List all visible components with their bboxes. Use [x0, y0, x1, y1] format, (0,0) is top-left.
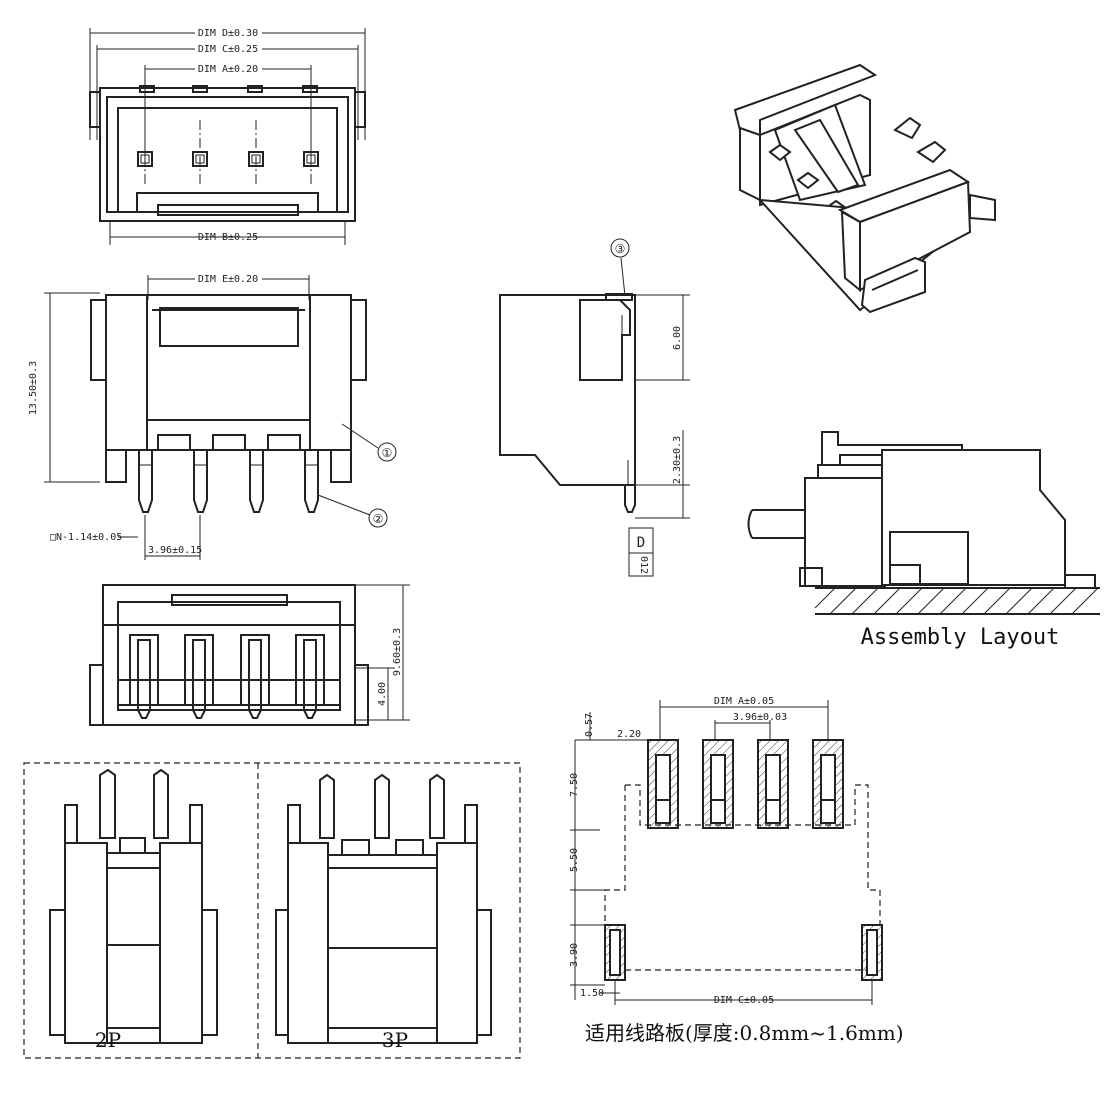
- isometric-view: [733, 63, 996, 314]
- signal-pads: [647, 739, 844, 829]
- dim-a-label: DIM A±0.20: [198, 64, 258, 75]
- pcb-d750-label: 7.50: [569, 773, 580, 797]
- pcb-layout: DIM A±0.05 3.96±0.03 2.20 0.57 7.50: [569, 696, 904, 1045]
- balloon-3: ③: [615, 242, 626, 256]
- side-view: ③ 6.00 2.30±0.3 D 012: [499, 238, 690, 577]
- pcb-pitch-label: 3.96±0.03: [733, 712, 787, 723]
- dim-d-label: DIM D±0.30: [198, 28, 258, 39]
- pcb-d220-label: 2.20: [617, 729, 641, 740]
- bottom-view: 9.60±0.3 4.00: [89, 584, 410, 726]
- dim-c-label: DIM C±0.25: [198, 44, 258, 55]
- balloon-2: ②: [373, 512, 384, 526]
- balloon-1: ①: [382, 446, 393, 460]
- pcb-d150-label: 1.50: [580, 988, 604, 999]
- pitch-label: 3.96±0.15: [148, 545, 202, 556]
- pcb-thickness-note: 适用线路板(厚度:0.8mm~1.6mm): [585, 1021, 904, 1045]
- dim-600-label: 6.00: [672, 326, 683, 350]
- pcb-dim-c-label: DIM C±0.05: [714, 995, 774, 1006]
- label-2p: 2P: [95, 1028, 121, 1052]
- pcb-d390-label: 3.90: [569, 943, 580, 967]
- front-view: DIM E±0.20 13.50±0.3 ① ② □N-1.14±0: [28, 274, 397, 560]
- variants-box: [23, 762, 521, 1059]
- assembly-layout-label: Assembly Layout: [861, 625, 1060, 650]
- mounting-pads: [604, 924, 883, 981]
- rotation-label: 012: [638, 556, 649, 574]
- rotation-letter: D: [637, 535, 645, 551]
- dim-230-label: 2.30±0.3: [672, 436, 683, 484]
- top-view: DIM D±0.30 DIM C±0.25 DIM A±0.20: [89, 28, 366, 245]
- pcb-dim-a-label: DIM A±0.05: [714, 696, 774, 707]
- bottom-pins: [129, 634, 325, 719]
- dim-e-label: DIM E±0.20: [198, 274, 258, 285]
- assembly-layout: Assembly Layout: [747, 431, 1100, 650]
- label-3p: 3P: [382, 1028, 408, 1052]
- variant-2p: 2P: [49, 768, 218, 1052]
- pcb-d550-label: 5.50: [569, 848, 580, 872]
- dim-960-label: 9.60±0.3: [392, 628, 403, 676]
- height-label: 13.50±0.3: [28, 361, 39, 415]
- variant-3p: 3P: [275, 773, 492, 1052]
- dim-b-label: DIM B±0.25: [198, 232, 258, 243]
- pin-size-label: □N-1.14±0.05: [50, 532, 122, 543]
- pcb-d057-label: 0.57: [584, 713, 595, 737]
- dim-400-label: 4.00: [377, 682, 388, 706]
